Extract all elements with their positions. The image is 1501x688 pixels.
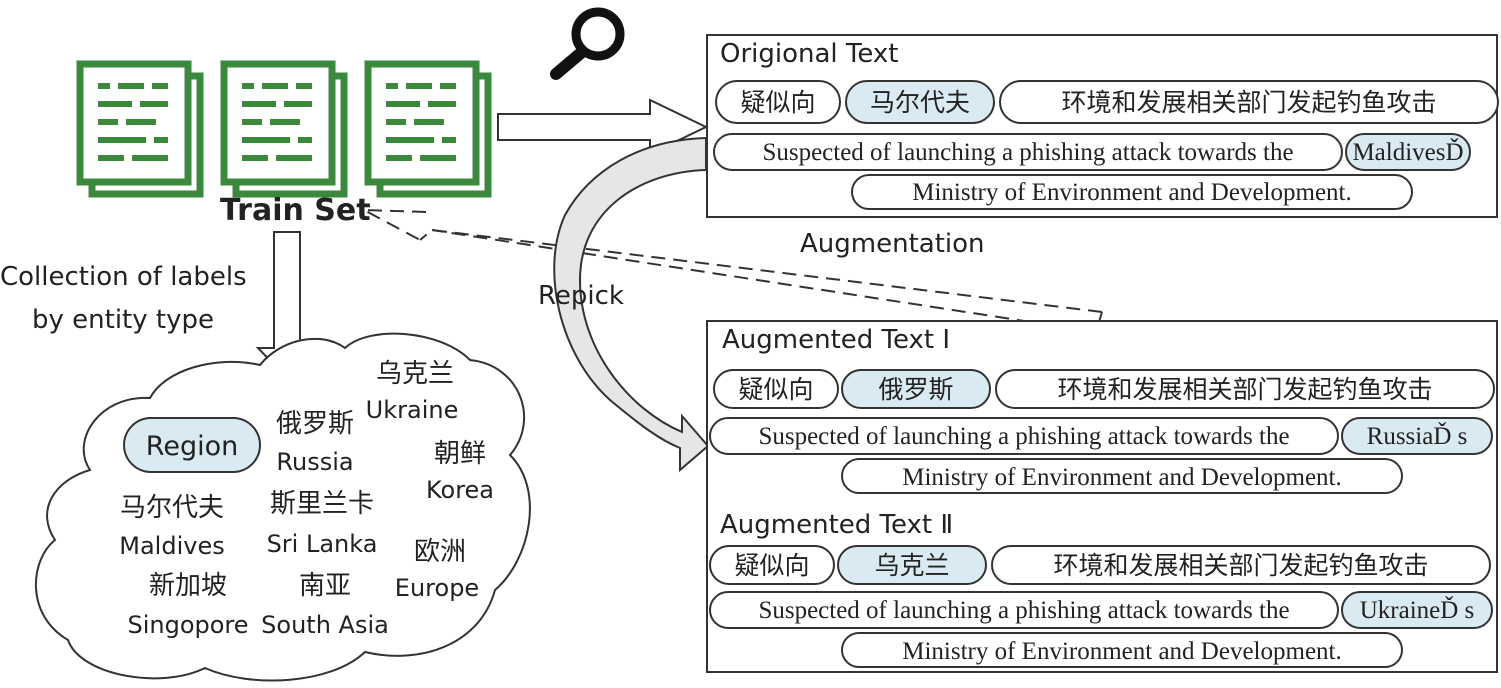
entry-zh: 斯里兰卡 xyxy=(270,489,374,519)
entry-zh: 朝鲜 xyxy=(434,439,486,469)
zh-suffix: 环境和发展相关部门发起钓鱼攻击 xyxy=(1053,552,1428,580)
en-entity: MaldivesĎ xyxy=(1352,138,1463,166)
en-prefix: Suspected of launching a phishing attack… xyxy=(762,139,1293,166)
original-title: Origional Text xyxy=(720,39,899,69)
magnifier-icon xyxy=(550,7,625,80)
zh-suffix: 环境和发展相关部门发起钓鱼攻击 xyxy=(1061,89,1436,117)
aug1-title: Augmented Text Ⅰ xyxy=(722,325,950,355)
zh-suffix-pill xyxy=(999,80,1499,124)
zh-entity: 马尔代夫 xyxy=(870,89,970,117)
zh-suffix-pill xyxy=(995,369,1495,409)
entry-zh: 新加坡 xyxy=(149,571,227,601)
entry-en: Ukraine xyxy=(366,396,459,424)
entry-zh: 俄罗斯 xyxy=(276,409,354,439)
en-prefix: Suspected of launching a phishing attack… xyxy=(758,597,1289,624)
entry-en: Korea xyxy=(426,476,494,504)
entry-en: Russia xyxy=(276,448,353,476)
zh-suffix: 环境和发展相关部门发起钓鱼攻击 xyxy=(1057,376,1432,404)
en-entity: UkraineĎ s xyxy=(1360,596,1475,624)
augmentation-arrow xyxy=(363,209,1103,333)
document-stack-icon xyxy=(80,64,488,194)
entry-en: South Asia xyxy=(261,611,389,639)
zh-prefix: 疑似向 xyxy=(740,89,815,117)
en-prefix-pill xyxy=(709,417,1339,455)
zh-prefix: 疑似向 xyxy=(738,376,813,404)
zh-prefix-pill xyxy=(713,369,839,409)
zh-entity-pill xyxy=(837,545,987,585)
en-entity-pill xyxy=(1341,417,1493,455)
region-tag xyxy=(123,417,261,473)
en-entity-pill xyxy=(1345,133,1471,171)
entry-en: Singopore xyxy=(127,611,248,639)
en-suffix: Ministry of Environment and Development. xyxy=(902,638,1342,665)
en-suffix: Ministry of Environment and Development. xyxy=(902,464,1342,491)
en-entity-pill xyxy=(1341,591,1493,629)
entry-zh: 乌克兰 xyxy=(376,359,454,389)
en-suffix: Ministry of Environment and Development. xyxy=(912,179,1352,206)
zh-prefix: 疑似向 xyxy=(734,552,809,580)
augmentation-label: Augmentation xyxy=(800,229,985,259)
entry-en: Europe xyxy=(395,574,479,602)
entry-zh: 南亚 xyxy=(299,571,351,601)
zh-entity: 乌克兰 xyxy=(874,552,949,580)
train-set-label: Train Set xyxy=(220,193,371,228)
en-suffix-pill xyxy=(841,458,1403,494)
en-prefix-pill xyxy=(709,591,1339,629)
entry-en: Sri Lanka xyxy=(267,530,378,558)
en-suffix-pill xyxy=(851,174,1413,210)
repick-label: Repick xyxy=(538,281,624,311)
cloud-entries: 乌克兰 Ukraine 俄罗斯 Russia 朝鲜 Korea 马尔代夫 Mal… xyxy=(119,359,494,639)
entry-en: Maldives xyxy=(119,532,224,560)
zh-entity-pill xyxy=(845,80,995,124)
zh-entity: 俄罗斯 xyxy=(878,376,953,404)
en-entity: RussiaĎ s xyxy=(1367,422,1468,450)
collection-line2: by entity type xyxy=(32,305,214,335)
aug2-title: Augmented Text Ⅱ xyxy=(720,510,953,540)
zh-entity-pill xyxy=(841,369,991,409)
en-prefix: Suspected of launching a phishing attack… xyxy=(758,423,1289,450)
repick-arrow xyxy=(553,136,710,473)
original-text-box: Origional Text 疑似向 马尔代夫 环境和发展相关部门发起钓鱼攻击 … xyxy=(706,34,1499,218)
zh-prefix-pill xyxy=(709,545,835,585)
en-suffix-pill xyxy=(841,632,1403,668)
zh-suffix-pill xyxy=(991,545,1491,585)
entry-zh: 马尔代夫 xyxy=(120,493,224,523)
augmented-text-box: Augmented Text Ⅰ 疑似向 俄罗斯 环境和发展相关部门发起钓鱼攻击… xyxy=(706,320,1498,673)
zh-prefix-pill xyxy=(715,80,841,124)
entry-zh: 欧洲 xyxy=(414,537,466,567)
en-prefix-pill xyxy=(713,133,1343,171)
collection-line1: Collection of labels xyxy=(0,262,247,292)
region-label: Region xyxy=(146,431,238,462)
